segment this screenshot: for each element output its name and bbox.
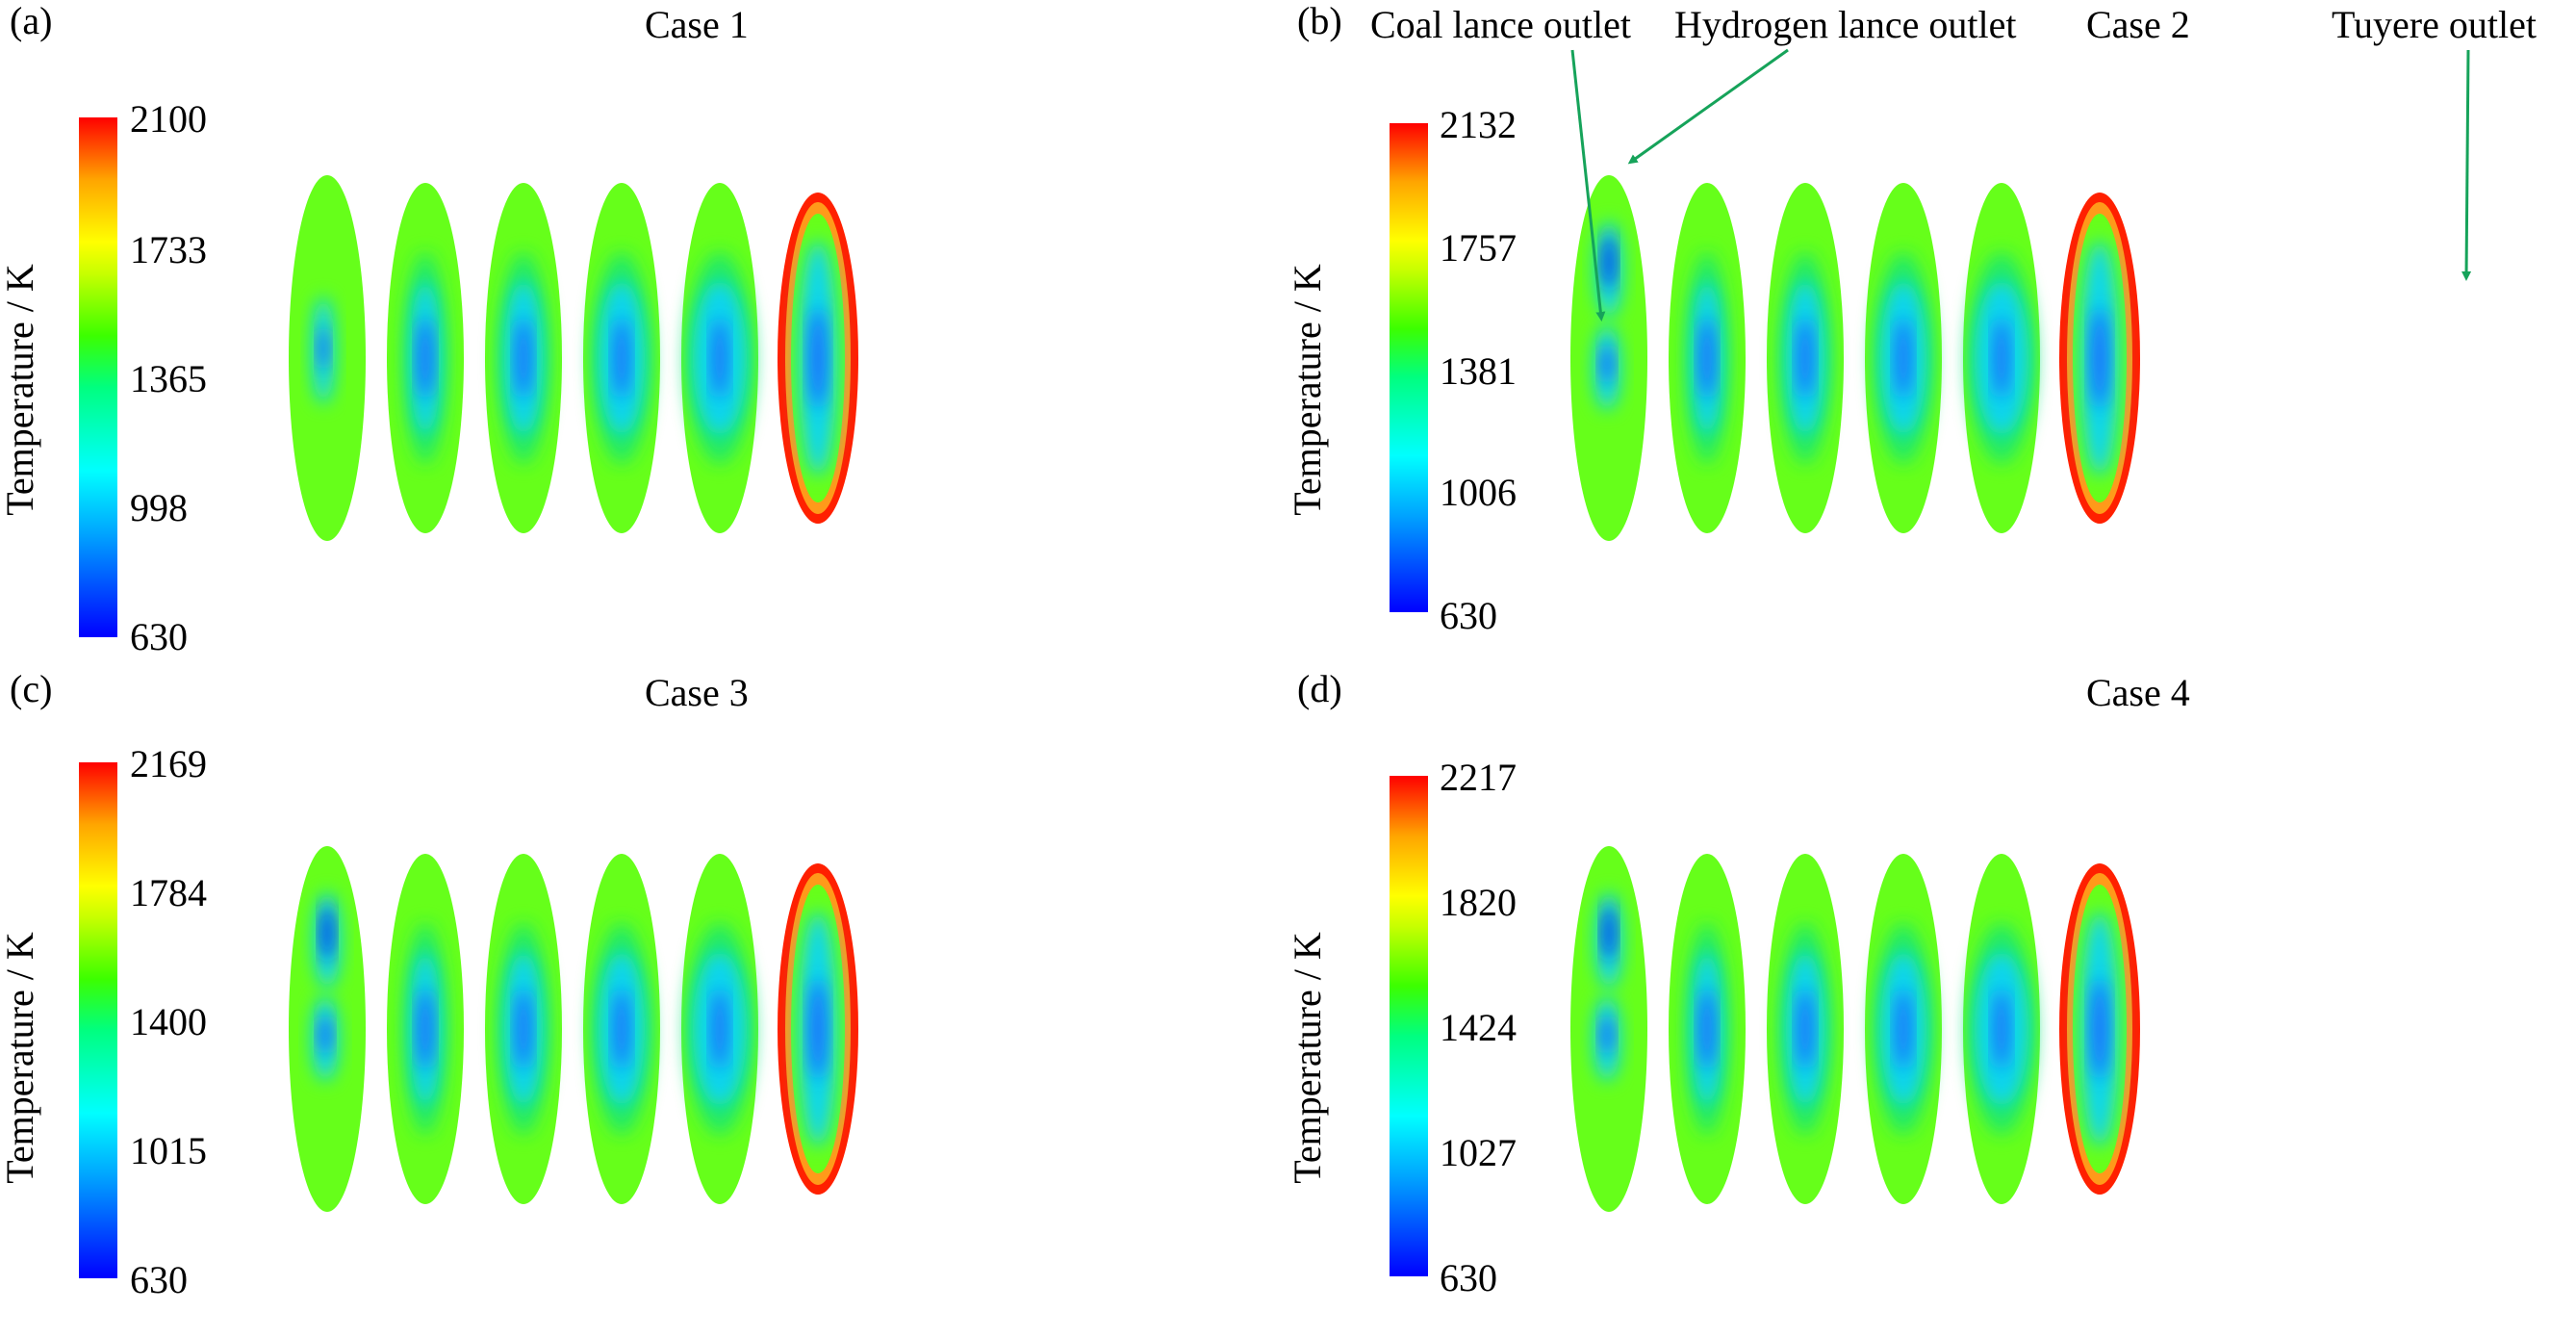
- cold-core-lower: [1601, 345, 1613, 383]
- panel-case-2: (b) Case 2 Temperature / K 2132 1757 138…: [1286, 0, 2575, 668]
- temperature-slice: [289, 846, 366, 1212]
- cold-core-upper: [321, 906, 333, 960]
- coal-lance-arrow: [1570, 49, 1606, 321]
- cold-core: [1700, 318, 1714, 399]
- colorbar-tick: 1400: [130, 1000, 207, 1043]
- colorbar: [79, 117, 117, 637]
- temperature-slice: [1669, 854, 1746, 1204]
- cold-core-upper: [1603, 235, 1615, 289]
- contour-slices: [289, 175, 858, 541]
- cold-core: [2092, 979, 2107, 1079]
- temperature-slice: [1570, 175, 1647, 541]
- temperature-slice: [1669, 183, 1746, 533]
- hydrogen-lance-annotation: Hydrogen lance outlet: [1674, 3, 2017, 46]
- temperature-slice: [1865, 183, 1942, 533]
- colorbar-tick: 630: [130, 1258, 188, 1301]
- temperature-slice: [583, 854, 660, 1204]
- cold-core: [319, 327, 328, 370]
- temperature-slice: [1865, 854, 1942, 1204]
- cold-core: [419, 989, 432, 1069]
- cold-core: [517, 989, 530, 1069]
- cold-core: [1995, 989, 2008, 1069]
- colorbar-tick: 1733: [130, 228, 207, 271]
- panel-letter: (d): [1297, 667, 1342, 710]
- cold-core: [615, 989, 628, 1069]
- tuyere-annotation: Tuyere outlet: [2332, 3, 2537, 46]
- temperature-slice: [778, 863, 858, 1195]
- cold-core: [1897, 989, 1910, 1069]
- temperature-slice: [387, 183, 464, 533]
- colorbar-tick: 630: [1440, 594, 1497, 637]
- colorbar-tick: 2100: [130, 97, 207, 141]
- panel-case-3: (c) Case 3 Temperature / K 2169 1784 140…: [0, 668, 1288, 1336]
- case-title: Case 2: [2086, 3, 2190, 46]
- colorbar: [79, 762, 117, 1278]
- contour-slices: [289, 846, 858, 1212]
- temperature-slice: [2059, 863, 2140, 1195]
- cold-core: [1995, 318, 2008, 399]
- cold-core: [713, 318, 727, 399]
- panel-letter: (b): [1297, 0, 1342, 42]
- panel-case-4: (d) Case 4 Temperature / K 2217 1820 142…: [1286, 667, 2575, 1336]
- temperature-slice: [1767, 854, 1844, 1204]
- cold-core: [1798, 318, 1812, 399]
- temperature-slice: [1767, 183, 1844, 533]
- temperature-slice: [583, 183, 660, 533]
- cold-core: [810, 979, 826, 1079]
- colorbar-tick: 2169: [130, 742, 207, 785]
- temperature-slice: [1963, 183, 2040, 533]
- cold-core: [1700, 989, 1714, 1069]
- cold-core: [2092, 308, 2107, 408]
- cold-core: [615, 318, 628, 399]
- coal-lance-annotation: Coal lance outlet: [1370, 3, 1632, 46]
- hydrogen-lance-arrow: [1627, 48, 1789, 165]
- cold-core: [1798, 989, 1812, 1069]
- colorbar-tick: 630: [130, 615, 188, 658]
- cold-core: [517, 318, 530, 399]
- colorbar-tick: 1820: [1440, 881, 1517, 924]
- colorbar-tick: 1006: [1440, 471, 1517, 514]
- temperature-slice: [1963, 854, 2040, 1204]
- cold-core-upper: [1603, 906, 1615, 960]
- colorbar-tick: 1757: [1440, 226, 1517, 270]
- colorbar-tick: 2132: [1440, 103, 1517, 146]
- case-title: Case 3: [645, 671, 749, 714]
- cold-core-lower: [319, 1016, 331, 1054]
- colorbar-tick: 998: [130, 486, 188, 529]
- panel-case-1: (a) Case 1 Temperature / K 2100 1733 136…: [0, 0, 1288, 668]
- annotation-arrows: [1570, 48, 2472, 321]
- colorbar-tick: 1381: [1440, 349, 1517, 393]
- temperature-slice: [387, 854, 464, 1204]
- contour-slices: [1570, 846, 2140, 1212]
- colorbar-tick: 1365: [130, 357, 207, 400]
- case-title: Case 4: [2086, 671, 2190, 714]
- tuyere-arrow: [2461, 49, 2472, 281]
- cold-core-lower: [1601, 1016, 1613, 1054]
- colorbar-tick: 630: [1440, 1256, 1497, 1299]
- temperature-slice: [485, 183, 562, 533]
- temperature-slice: [1570, 846, 1647, 1212]
- temperature-slice: [778, 193, 858, 524]
- contour-slices: [1570, 175, 2140, 541]
- colorbar-tick: 1027: [1440, 1131, 1517, 1174]
- colorbar-tick: 1015: [130, 1129, 207, 1172]
- panel-letter: (c): [10, 667, 53, 710]
- temperature-slice: [485, 854, 562, 1204]
- cold-core: [713, 989, 727, 1069]
- colorbar-tick: 2217: [1440, 756, 1517, 799]
- cold-core: [810, 308, 826, 408]
- temperature-slice: [2059, 193, 2140, 524]
- panel-letter: (a): [10, 0, 53, 42]
- temperature-slice: [681, 183, 758, 533]
- colorbar-tick: 1784: [130, 871, 207, 914]
- colorbar: [1390, 776, 1428, 1276]
- temperature-slice: [289, 175, 366, 541]
- colorbar: [1390, 123, 1428, 612]
- temperature-slice: [681, 854, 758, 1204]
- cold-core: [1897, 318, 1910, 399]
- colorbar-tick: 1424: [1440, 1006, 1517, 1049]
- case-title: Case 1: [645, 3, 749, 46]
- cold-core: [419, 318, 432, 399]
